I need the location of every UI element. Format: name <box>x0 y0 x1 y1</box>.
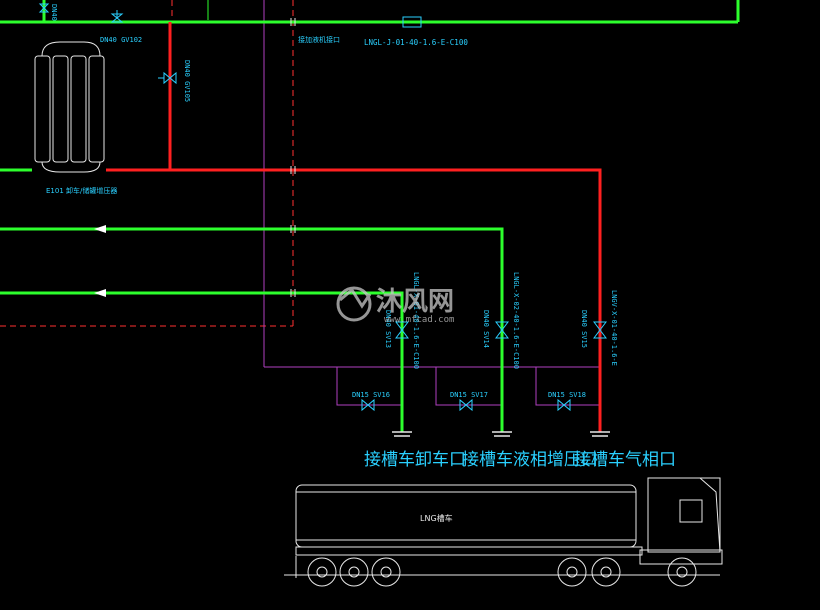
unload-liquid-line-1 <box>0 227 504 432</box>
label-fill-interface: 接加液机接口 <box>298 35 340 44</box>
valve-gv102-icon <box>110 10 124 23</box>
valve-sv13-icon <box>395 321 409 339</box>
flow-arrow-lower <box>94 289 106 297</box>
label-sv13: DN40 SV13 <box>384 310 392 348</box>
tanker-chassis <box>295 546 643 556</box>
watermark-text: 沐风网 <box>376 287 454 317</box>
label-port-gas: 接槽车气相口 <box>574 450 676 470</box>
watermark-url: www.mfcad.com <box>384 315 454 325</box>
flow-arrow-upper <box>94 225 106 233</box>
label-gv105: DN40 GV105 <box>183 60 191 102</box>
label-sv15: DN40 SV15 <box>580 310 588 348</box>
label-port-unload: 接槽车卸车口 <box>364 450 466 470</box>
dashed-boundary <box>0 0 294 327</box>
labels: DN40 DN40 GV102 DN40 GV105 接加液机接口 LNGL-J… <box>46 4 676 523</box>
tanker-body <box>295 484 637 548</box>
gas-lines <box>106 22 602 432</box>
valve-sv18-icon <box>557 398 571 412</box>
vent-branch-sv18 <box>535 367 600 406</box>
vent-lines <box>207 0 600 406</box>
liquid-lines <box>0 0 740 432</box>
label-sv18: DN15 SV18 <box>548 391 586 399</box>
label-sv16: DN15 SV16 <box>352 391 390 399</box>
flow-meter-icon <box>402 16 422 28</box>
label-top-dn: DN40 <box>50 4 58 21</box>
valve-sv14-icon <box>495 321 509 339</box>
connection-stubs <box>392 431 610 437</box>
tractor-cab <box>647 477 721 553</box>
label-sv14: DN40 SV14 <box>482 310 490 348</box>
unload-liquid-line-2 <box>0 291 404 432</box>
valve-sv15-icon <box>593 321 607 339</box>
label-pipe-sv13: LNGL-X-01-40-1.6-E-C100 <box>412 272 420 369</box>
wheels <box>307 557 697 587</box>
valve-sv16-icon <box>361 398 375 412</box>
valves <box>38 3 607 412</box>
vaporizer-e101 <box>34 41 105 173</box>
vent-branch-sv17 <box>435 367 502 406</box>
gas-return-line <box>106 168 602 432</box>
label-sv17: DN15 SV17 <box>450 391 488 399</box>
label-e101: E101 卸车/储罐增压器 <box>46 186 117 195</box>
label-gv102: DN40 GV102 <box>100 36 142 44</box>
watermark: 沐风网 www.mfcad.com <box>336 286 454 325</box>
valve-top-dn-icon <box>38 3 50 13</box>
pipe-joints <box>290 18 296 297</box>
label-pipe-sv14: LNGL-X-02-40-1.6-E-C100 <box>512 272 520 369</box>
flow-arrows <box>94 225 106 297</box>
watermark-logo-icon <box>336 286 372 322</box>
valve-sv17-icon <box>459 398 473 412</box>
vent-branch-sv16 <box>336 367 402 406</box>
lng-tanker-truck <box>284 477 723 587</box>
label-pipe-sv15: LNGV-X-01-40-1.6-E <box>610 290 618 366</box>
label-port-liquid: 接槽车液相增压口 <box>462 450 598 470</box>
label-truck: LNG槽车 <box>420 513 453 523</box>
label-pipe-top: LNGL-J-01-40-1.6-E-C100 <box>364 38 468 47</box>
valve-gv105-icon <box>158 71 177 85</box>
